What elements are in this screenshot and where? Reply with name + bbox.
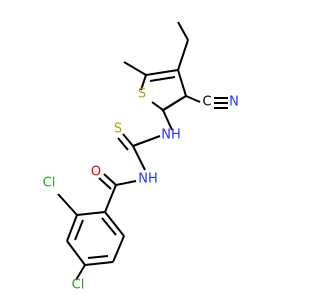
bond-r3-r4 <box>66 240 86 266</box>
bond-nh-cs <box>132 135 161 147</box>
molecule-structure: S C N NH S NH O Cl Cl <box>43 21 239 293</box>
bond-cs-nh <box>132 145 146 171</box>
bond-r6-r1-inner <box>101 217 117 236</box>
bonds <box>57 21 228 281</box>
bond-co-double-1 <box>103 173 117 186</box>
amide-nh-label: NH <box>138 172 158 187</box>
nitrile-nitrogen-label: N <box>229 95 239 110</box>
bond-cs-double-1 <box>122 133 134 147</box>
amine-nh-label: NH <box>161 128 181 143</box>
bond-ring-cl-para <box>75 264 86 281</box>
bond-r2-r3 <box>66 214 78 242</box>
thione-sulfur-label: S <box>114 122 122 137</box>
bond-c3-cn <box>185 95 201 103</box>
bond-ring-cl-ortho <box>57 193 78 216</box>
bond-c3-c2-inner <box>161 98 182 112</box>
bond-nh-co <box>115 180 137 186</box>
carbonyl-oxygen-label: O <box>91 165 101 180</box>
bond-co-ring <box>104 184 117 213</box>
bond-r6-r1 <box>104 211 125 237</box>
bond-c5-c4-inner <box>149 76 176 82</box>
bond-r2-r3-inner <box>74 219 84 241</box>
bond-r4-r5-inner <box>87 255 109 259</box>
bond-methyl <box>123 61 147 76</box>
bond-r1-r2 <box>76 211 106 216</box>
bond-cs-double-2 <box>117 137 129 151</box>
bond-co-double-2 <box>98 177 112 190</box>
bond-c2-s <box>151 101 164 111</box>
bond-r5-r6 <box>112 235 125 263</box>
nitrile-carbon-label: C <box>202 95 211 110</box>
bond-ethyl-ch2 <box>177 39 189 71</box>
atom-labels: S C N NH S NH O Cl Cl <box>43 87 239 293</box>
bond-c2-nh <box>162 109 173 131</box>
bond-r4-r5 <box>84 261 114 266</box>
para-chlorine-label: Cl <box>72 278 85 293</box>
thiophene-sulfur-label: S <box>138 87 146 102</box>
bond-c4-c3 <box>177 69 187 97</box>
bond-s-c5 <box>140 74 147 91</box>
bond-ethyl-ch3 <box>177 21 189 41</box>
bond-c5-c4 <box>145 69 179 76</box>
ortho-chlorine-label: Cl <box>43 176 56 191</box>
